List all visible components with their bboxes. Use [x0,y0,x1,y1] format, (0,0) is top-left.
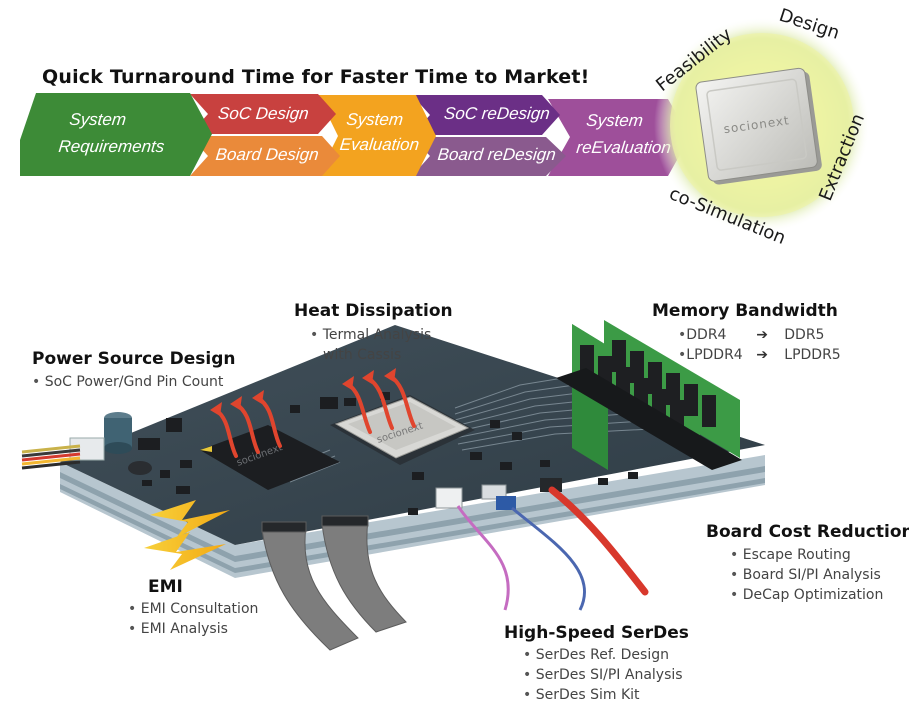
serdes-list: SerDes Ref. Design SerDes SI/PI Analysis… [523,645,683,705]
flow-label-soc-redesign: SoC reDesign [443,104,551,123]
memory-to: LPDDR5 [784,347,841,363]
emi-lightning-icon [144,500,230,570]
circuit-board: socionext socionext [21,320,765,651]
flow-arrow-board-design [190,136,340,176]
board-traces [279,371,671,483]
flow-label-system-requirements-2: Requirements [58,137,166,156]
flow-label-system-reevaluation-2: reEvaluation [575,138,671,157]
memory-bandwidth-list: DDR4 ➔ DDR5 LPDDR4 ➔ LPDDR5 [678,325,841,365]
memory-to: DDR5 [784,327,825,343]
memory-row: DDR4 ➔ DDR5 [678,325,841,345]
flow-arrow-soc-design [190,94,336,134]
flat-cables [261,515,407,651]
arrow-right-icon: ➔ [756,347,768,363]
heat-dissipation-item-cont: with Cassis [323,347,402,363]
arrow-right-icon: ➔ [756,327,768,343]
board-cost-item: Board SI/PI Analysis [730,565,883,585]
board-cost-title: Board Cost Reduction [706,522,909,542]
memory-from: LPDDR4 [686,347,743,363]
flow-arrow-system-requirements [20,93,212,176]
memory-row: LPDDR4 ➔ LPDDR5 [678,345,841,365]
emi-title: EMI [148,577,183,597]
headline: Quick Turnaround Time for Faster Time to… [42,66,590,88]
ribbon-connector [21,437,105,470]
flow-label-board-design: Board Design [215,145,320,164]
board-cost-item: Escape Routing [730,545,883,565]
serdes-item: SerDes SI/PI Analysis [523,665,683,685]
flow-label-soc-design: SoC Design [217,104,310,123]
memory-bandwidth-title: Memory Bandwidth [652,301,838,321]
emi-list: EMI Consultation EMI Analysis [128,599,259,639]
flow-label-system-evaluation-2: Evaluation [339,135,420,154]
board-edge-front [60,455,765,578]
memory-modules [556,320,742,470]
board-main-chip: socionext [330,395,475,465]
cycle-chip: socionext [695,67,822,185]
board-cost-item: DeCap Optimization [730,585,884,605]
heat-dissipation-title: Heat Dissipation [294,301,453,321]
design-cycle: socionext Feasibility Design Extraction … [652,5,870,249]
emi-item: EMI Consultation [128,599,259,619]
memory-from: DDR4 [686,327,727,343]
board-secondary-chip: socionext [200,425,340,490]
flow-label-system-evaluation-1: System [345,110,404,129]
board-cost-list: Escape Routing Board SI/PI Analysis DeCa… [730,545,884,605]
flow-label-system-reevaluation-1: System [585,111,644,130]
process-flow: System Requirements SoC Design Board Des… [20,93,690,176]
board-components [104,392,638,515]
emi-item: EMI Analysis [128,619,258,639]
power-source-list: SoC Power/Gnd Pin Count [32,372,224,392]
serdes-cables [435,478,649,611]
serdes-item: SerDes Ref. Design [523,645,683,665]
serdes-title: High-Speed SerDes [504,623,689,643]
heat-arrowheads [210,368,396,416]
flow-arrow-system-evaluation [318,95,436,176]
flow-arrow-board-redesign [412,137,566,176]
flow-label-board-redesign: Board reDesign [437,145,557,164]
flow-label-system-requirements-1: System [68,110,127,129]
serdes-item: SerDes Sim Kit [523,685,683,705]
flow-arrow-soc-redesign [412,95,560,135]
power-source-item: SoC Power/Gnd Pin Count [32,372,224,392]
heat-dissipation-list: Termal Analysis [310,325,432,345]
power-source-title: Power Source Design [32,349,236,369]
heat-dissipation-item: Termal Analysis [310,325,432,345]
